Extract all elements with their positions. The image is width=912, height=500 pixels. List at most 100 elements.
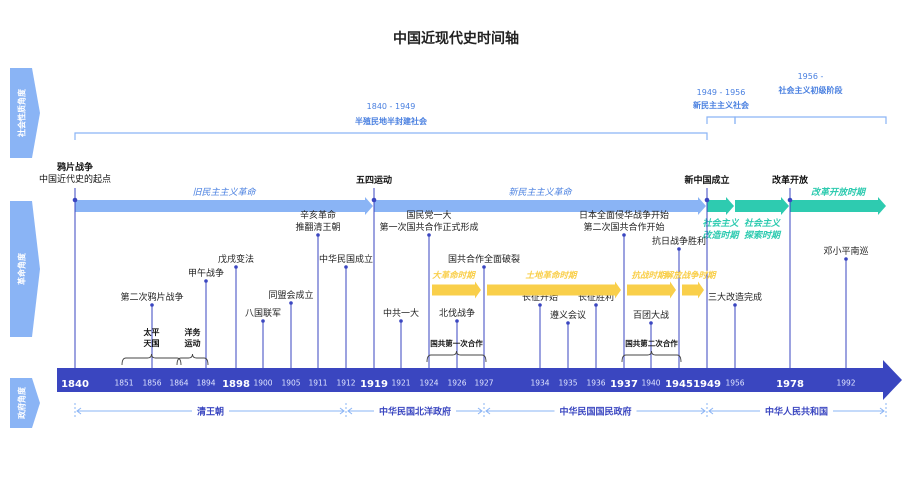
event-label: 推翻清王朝	[295, 221, 340, 233]
axis-year: 1851	[114, 379, 133, 388]
event-dot	[234, 265, 238, 269]
revolution-arrow-label: 改革开放时期	[811, 187, 867, 198]
span-label: 天国	[144, 338, 160, 348]
event-label: 八国联军	[245, 308, 281, 319]
axis-year: 1856	[142, 379, 161, 388]
period-name: 半殖民地半封建社会	[355, 116, 427, 126]
gov-arrowhead	[347, 407, 353, 415]
period-name: 社会主义初级阶段	[778, 85, 843, 95]
axis-year: 1956	[725, 379, 744, 388]
axis-year: 1936	[586, 379, 605, 388]
axis-year-major: 1978	[776, 379, 804, 390]
major-event-title: 新中国成立	[684, 174, 729, 186]
period-bracket	[706, 116, 736, 124]
gov-arrowhead	[485, 407, 491, 415]
event-dot	[204, 279, 208, 283]
period-years: 1840 - 1949	[367, 102, 416, 111]
event-label: 国民党一大	[406, 209, 451, 221]
period-years: 1949 - 1956	[697, 88, 746, 97]
event-dot	[289, 301, 293, 305]
axis-year: 1934	[530, 379, 549, 388]
phase-arrow-label: 土地革命时期	[525, 270, 578, 281]
side-tab	[10, 378, 40, 428]
government-name: 中华人民共和国	[765, 406, 828, 418]
side-tab-label: 革命角度	[17, 252, 27, 285]
phase-arrow	[627, 281, 676, 299]
phase-arrow-label: 大革命时期	[431, 270, 476, 281]
event-label: 中共一大	[383, 307, 419, 319]
span-brace	[176, 353, 209, 366]
event-dot	[427, 233, 431, 237]
event-label: 日本全面侵华战争开始	[579, 209, 669, 221]
government-name: 清王朝	[197, 406, 224, 418]
axis-year-major: 1937	[610, 379, 638, 390]
event-dot	[399, 319, 403, 323]
major-event-subtitle: 中国近代史的起点	[39, 173, 111, 185]
phase-arrow	[432, 281, 481, 299]
axis-year: 1927	[474, 379, 493, 388]
event-label: 第二次鸦片战争	[120, 291, 183, 303]
event-dot	[482, 265, 486, 269]
timeline-axis	[57, 360, 902, 400]
axis-year: 1911	[308, 379, 327, 388]
event-label: 第二次国共合作开始	[583, 221, 664, 233]
event-dot	[150, 303, 154, 307]
phase-arrow	[487, 281, 621, 299]
axis-year: 1926	[447, 379, 466, 388]
gov-arrowhead	[339, 407, 345, 415]
revolution-arrow-label: 社会主义	[702, 218, 739, 229]
revolution-arrow-label: 社会主义	[744, 218, 781, 229]
side-tab	[10, 68, 40, 158]
axis-year: 1894	[196, 379, 215, 388]
axis-year: 1992	[836, 379, 855, 388]
government-name: 中华民国国民政府	[559, 406, 631, 418]
event-label: 同盟会成立	[268, 289, 313, 301]
gov-arrowhead	[76, 407, 82, 415]
gov-arrowhead	[708, 407, 714, 415]
axis-year-major: 1945	[665, 379, 693, 390]
span-label: 洋务	[185, 327, 202, 337]
period-name: 新民主主义社会	[693, 100, 749, 110]
major-event-title: 改革开放	[772, 174, 809, 186]
gov-arrowhead	[477, 407, 483, 415]
side-tab	[10, 201, 40, 337]
span-brace	[426, 350, 487, 363]
phase-arrow-label: 抗战时期	[631, 270, 667, 281]
event-label: 国共合作全面破裂	[448, 253, 520, 265]
span-brace	[621, 350, 682, 363]
phase-arrow	[682, 281, 704, 299]
axis-year-major: 1949	[693, 379, 721, 390]
gov-arrowhead	[879, 407, 885, 415]
event-dot	[371, 197, 377, 203]
span-label: 国共第二次合作	[625, 338, 678, 348]
revolution-arrow-label: 新民主主义革命	[508, 187, 572, 198]
event-dot	[622, 233, 626, 237]
revolution-arrow	[790, 197, 886, 215]
axis-year-major: 1919	[360, 379, 388, 390]
axis-year: 1924	[419, 379, 438, 388]
span-label: 太平	[143, 327, 160, 337]
event-label: 中华民国成立	[319, 253, 373, 265]
event-dot	[787, 197, 793, 203]
span-label: 运动	[185, 338, 201, 348]
axis-year: 1900	[253, 379, 272, 388]
axis-year: 1864	[169, 379, 188, 388]
revolution-arrow	[707, 197, 734, 215]
event-dot	[538, 303, 542, 307]
event-dot	[844, 257, 848, 261]
event-dot	[566, 321, 570, 325]
event-dot	[704, 197, 710, 203]
revolution-arrow-label: 旧民主主义革命	[192, 187, 256, 198]
axis-year: 1935	[558, 379, 577, 388]
event-label: 甲午战争	[188, 267, 224, 279]
event-label: 百团大战	[633, 309, 669, 321]
axis-year: 1921	[391, 379, 410, 388]
gov-arrowhead	[700, 407, 706, 415]
revolution-arrow	[374, 197, 706, 215]
event-label: 三大改造完成	[708, 291, 762, 303]
revolution-arrow-label-line2: 改造时期	[702, 230, 740, 241]
event-dot	[316, 233, 320, 237]
side-tab-label: 政府角度	[17, 386, 27, 419]
major-event-title: 五四运动	[356, 175, 392, 186]
